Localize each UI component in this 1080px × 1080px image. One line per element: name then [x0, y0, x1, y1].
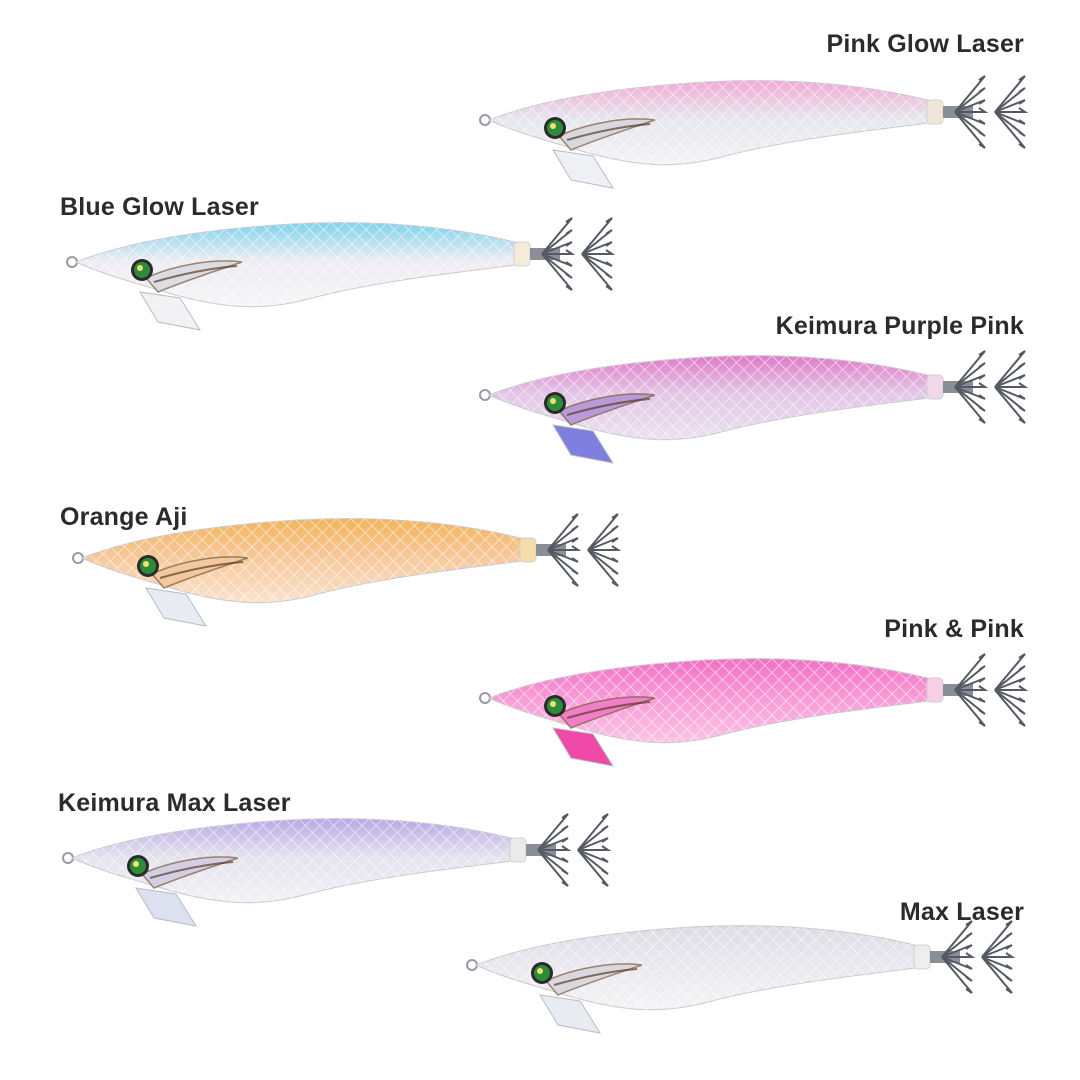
squid-jig-icon — [62, 813, 612, 927]
lure-label-keimura-purple-pink: Keimura Purple Pink — [775, 312, 1024, 340]
squid-jig-icon — [66, 217, 616, 331]
lure-image-blue-glow-laser — [62, 217, 617, 332]
squid-jig-icon — [479, 75, 1029, 189]
lure-label-orange-aji: Orange Aji — [60, 503, 188, 531]
lure-image-keimura-purple-pink — [475, 350, 1030, 465]
lure-image-pink-and-pink — [475, 653, 1030, 768]
lure-image-keimura-max-laser — [58, 813, 613, 928]
squid-jig-icon — [479, 350, 1029, 464]
squid-jig-icon — [466, 920, 1016, 1034]
squid-jig-icon — [479, 653, 1029, 767]
squid-jig-icon — [72, 513, 622, 627]
lure-image-orange-aji — [68, 513, 623, 628]
lure-label-pink-glow-laser: Pink Glow Laser — [826, 30, 1024, 58]
lure-label-max-laser: Max Laser — [899, 898, 1024, 926]
lure-image-max-laser — [462, 920, 1017, 1035]
lure-label-keimura-max-laser: Keimura Max Laser — [58, 789, 291, 817]
lure-label-pink-and-pink: Pink & Pink — [884, 615, 1024, 643]
lure-image-pink-glow-laser — [475, 75, 1030, 190]
lure-label-blue-glow-laser: Blue Glow Laser — [60, 193, 259, 221]
